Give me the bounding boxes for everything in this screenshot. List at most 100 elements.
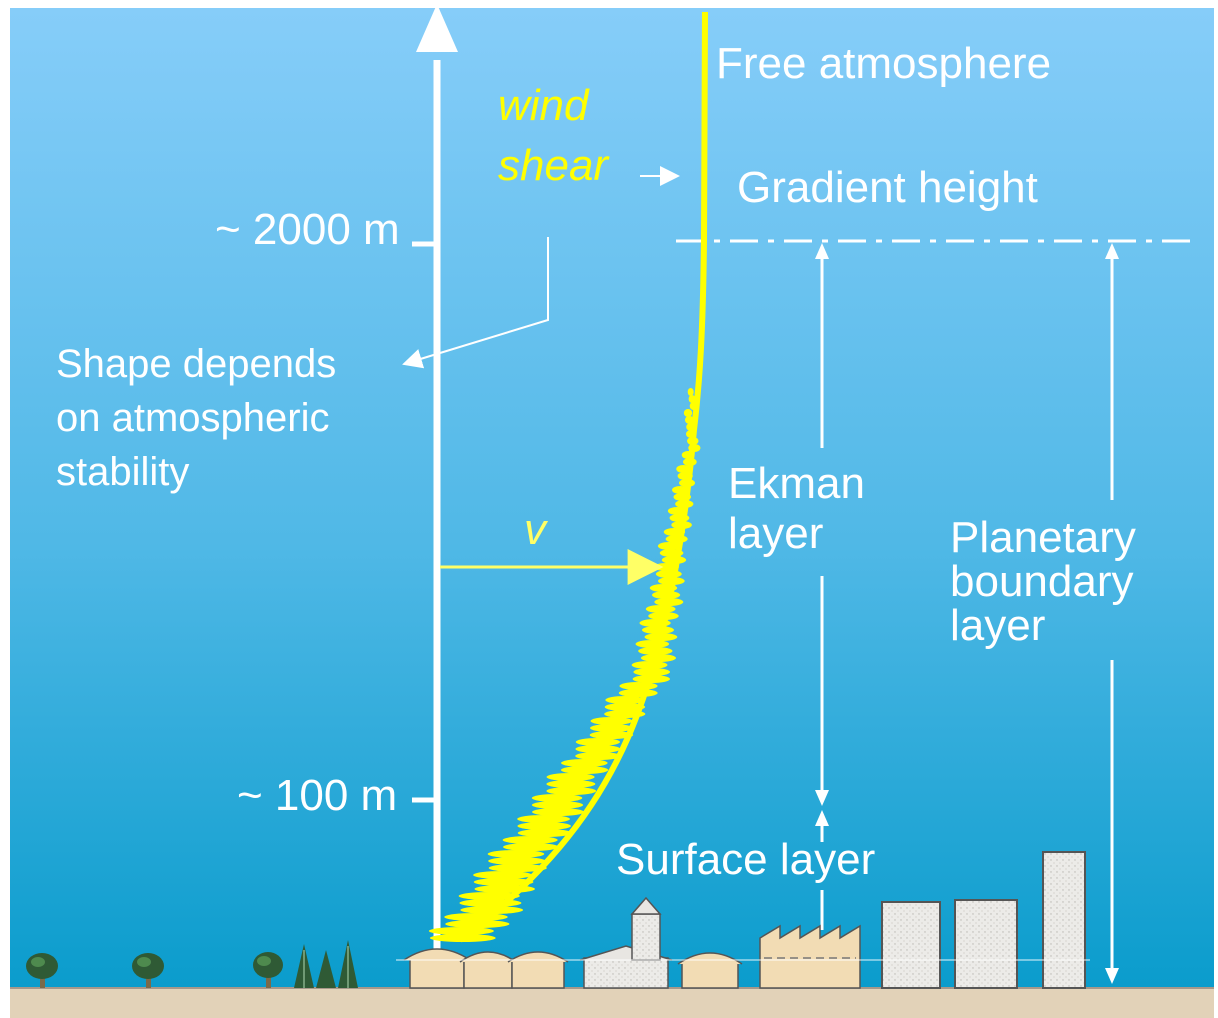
gradient-height-label: Gradient height [737, 163, 1038, 212]
turbulence-eddy [546, 787, 597, 795]
turbulence-eddy [575, 752, 622, 760]
turbulence-eddy [605, 696, 646, 704]
turbulence-eddy [673, 493, 692, 501]
turbulence-eddy [635, 640, 670, 648]
height-axis [412, 4, 458, 958]
sky-background [10, 8, 1214, 990]
turbulence-eddy [428, 927, 494, 935]
pbl-label-3: layer [950, 601, 1046, 650]
turbulence-eddy [619, 682, 658, 690]
ekman-label-1: Ekman [728, 459, 865, 508]
surface-layer-label: Surface layer [616, 835, 876, 884]
turbulence-eddy [658, 577, 685, 585]
turbulence-eddy [618, 689, 658, 697]
turbulence-eddy [683, 458, 697, 466]
turbulence-eddy [644, 633, 678, 641]
turbulence-eddy [604, 710, 646, 718]
ekman-label-2: layer [728, 509, 824, 558]
turbulence-eddy [667, 507, 687, 515]
turbulence-eddy [676, 465, 691, 473]
turbulence-eddy [640, 654, 677, 662]
turbulence-eddy [473, 878, 534, 886]
shape-depends-line1: Shape depends [56, 342, 337, 386]
turbulence-eddy [474, 885, 535, 893]
tree-icon [253, 952, 283, 988]
turbulence-eddy [532, 808, 585, 816]
turbulence-eddy [639, 619, 671, 627]
shape-pointer [402, 237, 549, 369]
turbulence-eddy [503, 843, 559, 851]
surface-bracket [815, 810, 829, 930]
turbulence-eddy [659, 549, 684, 557]
turbulence-eddy [517, 829, 573, 837]
turbulence-eddy [604, 703, 646, 711]
turbulence-eddy [651, 591, 681, 599]
turbulence-eddy [654, 598, 684, 606]
turbulence-eddy [560, 766, 609, 774]
turbulence-eddy [657, 542, 681, 550]
turbulence-eddy [590, 724, 633, 732]
ekman-bracket [815, 243, 829, 806]
turbulence-eddy [546, 773, 595, 781]
turbulence-eddy [459, 899, 522, 907]
turbulence-eddy [445, 920, 510, 928]
turbulence-eddy [641, 626, 674, 634]
turbulence-eddy [687, 437, 699, 445]
turbulence-eddy [488, 864, 547, 872]
height-100-label: ~ 100 m [237, 771, 398, 820]
turbulence-eddy [589, 731, 634, 739]
conifer-icon [294, 940, 358, 988]
turbulence-eddy [679, 479, 696, 487]
turbulence-eddy [590, 717, 633, 725]
turbulence-eddy [473, 871, 533, 879]
turbulence-eddy [460, 906, 524, 914]
turbulence-eddy [632, 675, 671, 683]
turbulence-eddy [575, 738, 621, 746]
turbulence-eddy [688, 395, 696, 403]
turbulence-eddy [517, 822, 571, 830]
tower-icon [630, 896, 662, 961]
pbl-label-2: boundary [950, 557, 1134, 606]
turbulence-eddy [487, 850, 545, 858]
shape-depends-line2: on atmospheric [56, 396, 330, 440]
turbulence-eddy [681, 451, 695, 459]
turbulence-eddy [687, 388, 694, 396]
pbl-label-1: Planetary [950, 513, 1136, 562]
turbulence-eddy [685, 430, 697, 438]
tree-icon [132, 953, 164, 988]
wind-shear-label-2: shear [498, 141, 609, 190]
turbulence-eddy [633, 668, 671, 676]
turbulence-eddy [675, 500, 694, 508]
turbulence-eddy [663, 528, 686, 536]
turbulence-eddy [677, 472, 693, 480]
turbulence-eddy [645, 605, 676, 613]
velocity-label: v [524, 505, 546, 554]
turbulence-eddy [458, 892, 520, 900]
turbulence-eddy [655, 570, 682, 578]
turbulence-eddy [575, 745, 621, 753]
factory-icon [759, 924, 861, 989]
turbulence-eddy [683, 409, 693, 417]
turbulence-eddy [429, 934, 496, 942]
turbulence-eddy [649, 584, 678, 592]
free-atmosphere-label: Free atmosphere [716, 39, 1052, 88]
shape-depends-line3: stability [56, 450, 190, 494]
turbulence-eddy [669, 514, 690, 522]
skyscraper-icon [881, 851, 1086, 989]
wind-shear-label-1: wind [498, 81, 589, 130]
turbulence-eddy [638, 647, 673, 655]
turbulence-eddy [648, 612, 679, 620]
pbl-bracket [1105, 243, 1119, 984]
tree-icon [26, 953, 58, 988]
turbulence-eddy [502, 836, 558, 844]
height-2000-label: ~ 2000 m [215, 205, 400, 254]
turbulence-eddy [686, 423, 697, 431]
turbulence-eddy [444, 913, 508, 921]
house-icon [677, 952, 743, 989]
house-icon [403, 948, 569, 989]
turbulence-eddy [688, 444, 701, 452]
turbulence-eddy [672, 486, 689, 494]
turbulence-eddy [531, 794, 583, 802]
turbulence-eddy [689, 402, 698, 410]
